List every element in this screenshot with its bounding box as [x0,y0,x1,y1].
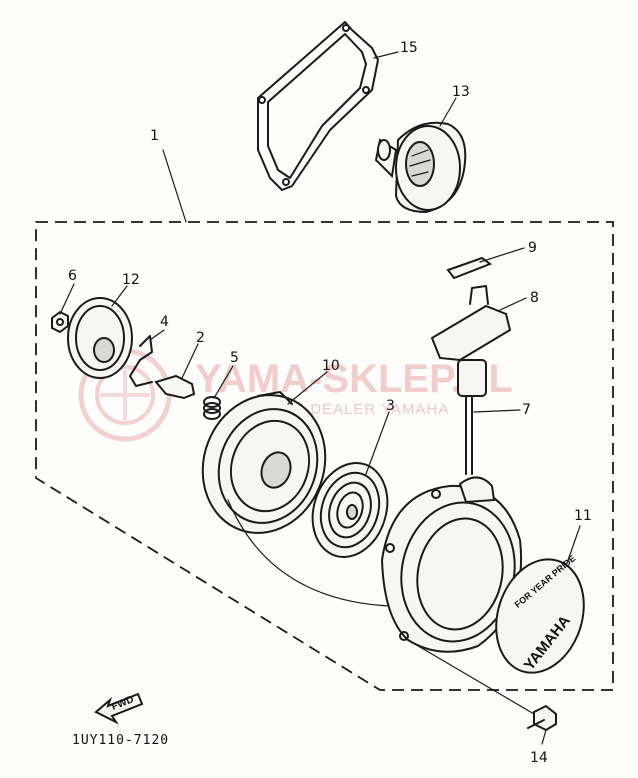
part-7-starter-rope [465,395,473,475]
callout-2: 2 [196,330,205,346]
part-code: 1UY110-7120 [72,733,169,748]
callout-15: 15 [400,40,418,56]
part-15-gasket [257,21,379,191]
part-5-spring [203,396,221,420]
part-4-clip [129,335,153,387]
part-11-yamaha-emblem: FOR YEAR PRIDE YAMAHA [495,553,585,674]
callout-5: 5 [230,350,239,366]
part-8-starter-handle [430,285,512,397]
part-6-nut [51,310,69,334]
assembly-outline [35,221,614,691]
part-13-drive-pulley [374,121,467,214]
callout-14: 14 [530,750,548,766]
callout-6: 6 [68,268,77,284]
part-3-recoil-spring [311,462,389,558]
part-2-pawl [154,374,196,400]
callout-7: 7 [522,402,531,418]
callout-4: 4 [160,314,169,330]
callout-labels: 1 2 3 4 5 6 7 8 9 10 11 12 13 14 15 [68,40,592,766]
callout-9: 9 [528,240,537,256]
callout-10: 10 [322,358,340,374]
fwd-arrow-icon: FWD [94,692,144,725]
part-14-bolt [407,639,557,732]
callout-3: 3 [386,398,395,414]
part-10-rope-reel [201,391,391,607]
callout-11: 11 [574,508,592,524]
part-9-handle-cap [446,256,493,280]
callout-12: 12 [122,272,140,288]
callout-13: 13 [452,84,470,100]
callout-8: 8 [530,290,539,306]
callout-1: 1 [150,128,159,144]
leader-lines [59,51,581,745]
part-12-drive-plate [67,297,133,379]
